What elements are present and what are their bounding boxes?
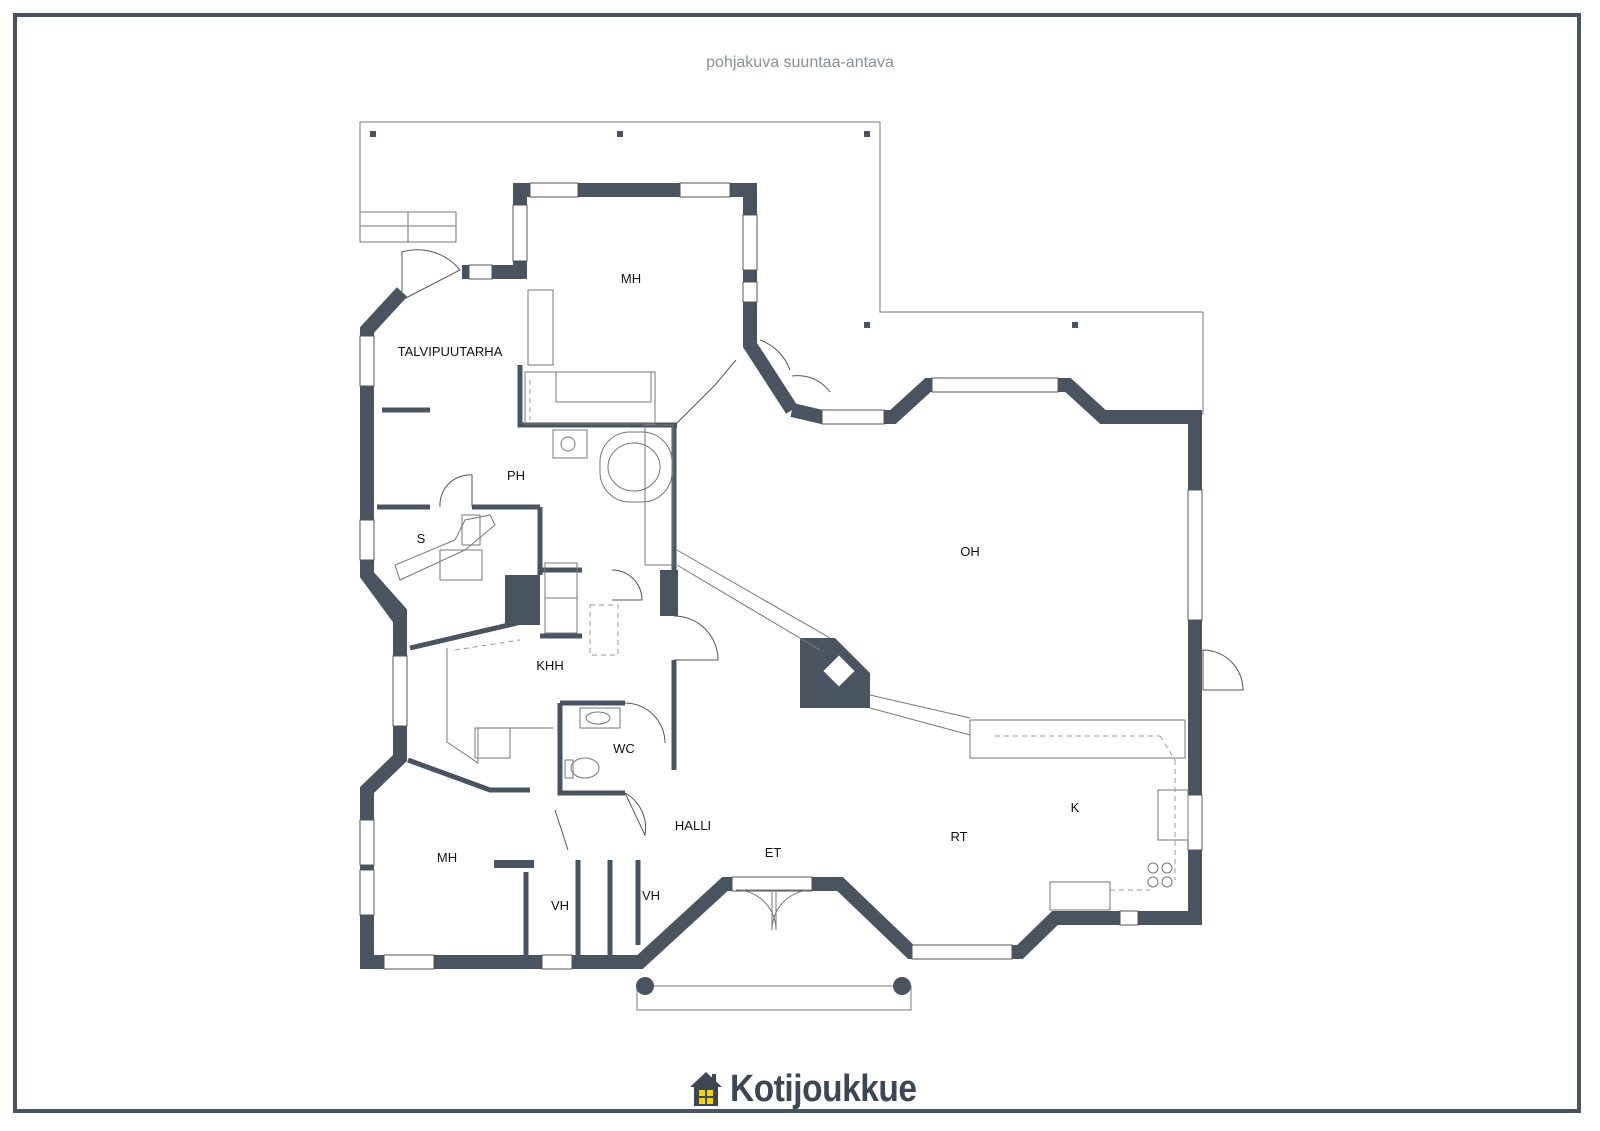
page-frame (13, 13, 1581, 1113)
room-label-vh-left: VH (551, 898, 569, 913)
room-label-mh-bottom: MH (437, 850, 457, 865)
terrace-outline (359, 121, 1204, 1011)
windows (359, 182, 1203, 970)
room-label-k: K (1071, 800, 1080, 815)
room-label-vh-right: VH (642, 888, 660, 903)
terrace-posts (370, 131, 1078, 995)
room-label-halli: HALLI (675, 818, 711, 833)
room-label-oh: OH (960, 544, 980, 559)
room-label-et: ET (765, 845, 782, 860)
interior-walls (377, 365, 677, 955)
room-label-rt: RT (950, 829, 967, 844)
house-icon (690, 1072, 722, 1106)
dashed-lines (454, 380, 1176, 891)
room-label-s: S (417, 531, 426, 546)
fixtures (394, 289, 1189, 931)
room-label-khh: KHH (536, 658, 563, 673)
disclaimer-caption: pohjakuva suuntaa-antava (706, 54, 894, 71)
room-label-mh-top: MH (621, 271, 641, 286)
door-swings (401, 249, 1244, 851)
room-label-talvipuutarha: TALVIPUUTARHA (398, 344, 503, 359)
brand-logo: Kotijoukkue (688, 1064, 942, 1114)
brand-name: Kotijoukkue (730, 1067, 917, 1110)
room-label-wc: WC (613, 741, 635, 756)
room-label-ph: PH (507, 468, 525, 483)
room-labels: MH TALVIPUUTARHA PH S OH KHH WC HALLI ET… (398, 271, 1080, 913)
